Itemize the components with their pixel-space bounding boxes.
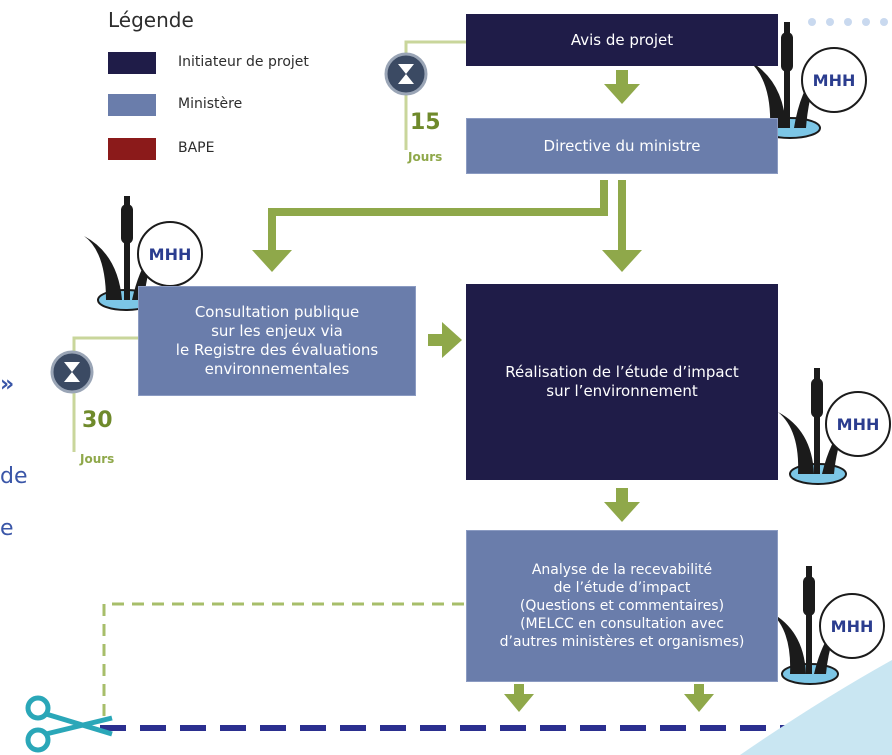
mhh-badge-text-4: MHH <box>831 617 874 636</box>
legend-swatch-ministere <box>108 94 156 116</box>
legend-label-bape: BAPE <box>178 140 215 156</box>
mhh-badge-text-2: MHH <box>149 245 192 264</box>
hourglass-timer-30 <box>50 336 138 452</box>
step-avis-de-projet: Avis de projet <box>466 14 778 66</box>
arrow-directive-split <box>252 180 642 272</box>
left-margin <box>0 0 40 755</box>
step-realisation-etude-impact: Réalisation de l’étude d’impact sur l’en… <box>466 284 778 480</box>
scissors-icon <box>25 695 113 753</box>
timer-unit-15: Jours <box>408 150 443 164</box>
arrows-analyse-bottom <box>504 684 714 712</box>
arrow-realisation-to-analyse <box>604 488 640 522</box>
step-directive-du-ministre: Directive du ministre <box>466 118 778 174</box>
arrow-consultation-to-realisation <box>428 322 462 358</box>
arrow-avis-to-directive <box>604 70 640 104</box>
timer-days-30: 30 <box>82 408 113 433</box>
side-fragment-quote: » <box>0 372 15 397</box>
legend-title: Légende <box>108 8 194 32</box>
mhh-badge-text-1: MHH <box>813 71 856 90</box>
mhh-badge-text-3: MHH <box>837 415 880 434</box>
decorative-swoosh <box>740 660 892 755</box>
side-fragment-line1: de <box>0 464 28 489</box>
timer-unit-30: Jours <box>80 452 115 466</box>
side-fragment-line2: e <box>0 516 14 541</box>
legend-swatch-initiateur <box>108 52 156 74</box>
step-consultation-publique: Consultation publique sur les enjeux via… <box>138 286 416 396</box>
mhh-wetland-icon-3: MHH <box>778 368 891 485</box>
decorative-dots <box>808 18 888 26</box>
step-analyse-recevabilite: Analyse de la recevabilité de l’étude d’… <box>466 530 778 682</box>
legend-label-initiateur: Initiateur de projet <box>178 54 309 70</box>
legend-label-ministere: Ministère <box>178 96 243 112</box>
hourglass-timer-15 <box>384 40 466 150</box>
legend-swatch-bape <box>108 138 156 160</box>
timer-days-15: 15 <box>410 110 441 135</box>
mhh-wetland-icon-4: MHH <box>770 566 885 685</box>
dashed-feedback-line <box>102 602 464 724</box>
